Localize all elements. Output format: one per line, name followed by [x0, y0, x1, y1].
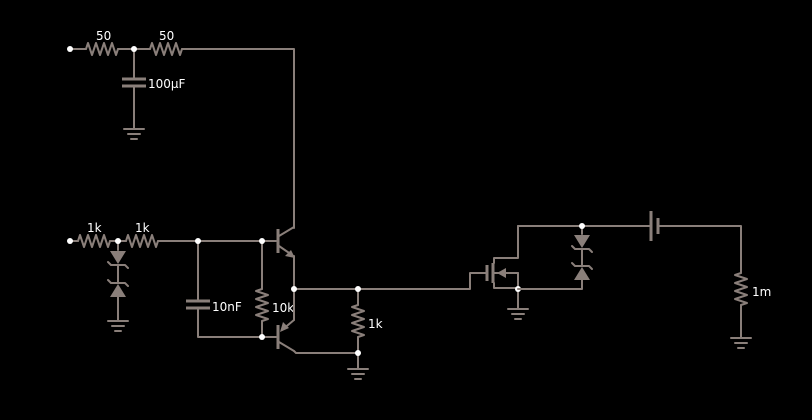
battery-icon[interactable] [649, 211, 660, 241]
top-rc-network [67, 42, 295, 229]
mid-capacitor [186, 238, 277, 338]
pnp-transistor-icon[interactable] [276, 288, 359, 354]
capacitor-icon[interactable] [186, 299, 210, 310]
capacitor-icon[interactable] [122, 77, 146, 88]
output-network [291, 272, 487, 380]
resistor-icon[interactable] [351, 304, 365, 338]
node-dot [355, 350, 361, 356]
ground-icon [507, 308, 529, 320]
base-resistor [255, 238, 269, 340]
node-dot [291, 286, 297, 292]
resistor-icon[interactable] [149, 42, 183, 56]
ground-icon [347, 368, 369, 380]
resistor-icon[interactable] [125, 234, 159, 248]
r-top-1-label: 50 [96, 29, 111, 43]
right-network [517, 211, 752, 349]
node-dot [259, 334, 265, 340]
c-mid-label: 10nF [212, 300, 242, 314]
node-dot [115, 238, 121, 244]
node-dot [131, 46, 137, 52]
node-dot [195, 238, 201, 244]
ground-icon [107, 320, 129, 332]
node-dot [579, 223, 585, 229]
resistor-icon[interactable] [255, 288, 269, 322]
npn-transistor-icon[interactable] [276, 226, 295, 290]
node-dot [67, 238, 73, 244]
zener-diode-icon[interactable] [571, 262, 593, 280]
r-base-label: 10k [272, 301, 294, 315]
ground-icon [123, 128, 145, 140]
r-top-2-label: 50 [159, 29, 174, 43]
ground-icon [730, 337, 752, 349]
r-in-1-label: 1k [87, 221, 102, 235]
resistor-icon[interactable] [77, 234, 111, 248]
zener-diode-icon[interactable] [107, 279, 129, 297]
mosfet-icon[interactable] [485, 225, 529, 320]
input-network [67, 234, 277, 332]
c-top-label: 100µF [148, 77, 186, 91]
r-emitter-label: 1k [368, 317, 383, 331]
r-load-label: 1m [752, 285, 771, 299]
node-dot [355, 286, 361, 292]
r-in-2-label: 1k [135, 221, 150, 235]
resistor-icon[interactable] [85, 42, 119, 56]
resistor-icon[interactable] [734, 272, 748, 306]
node-dot [67, 46, 73, 52]
node-dot [259, 238, 265, 244]
